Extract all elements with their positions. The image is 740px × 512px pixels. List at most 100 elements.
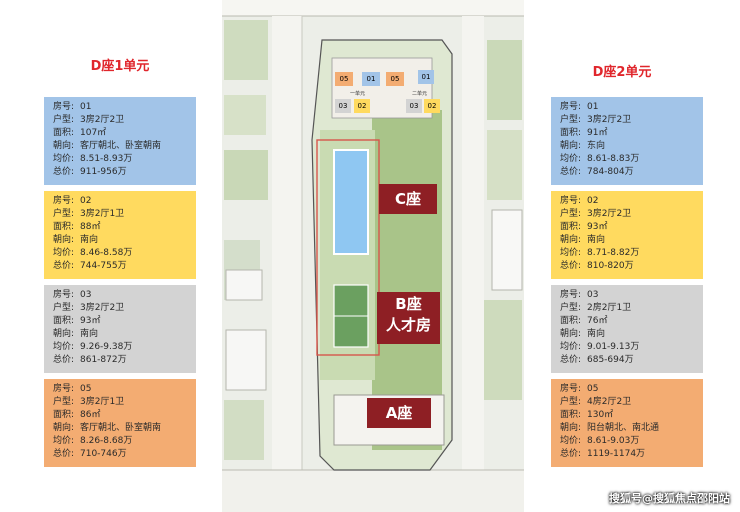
unit-field-row: 总价: 911-956万	[53, 166, 196, 179]
unit-marker: 02	[354, 99, 370, 113]
unit-field-row: 朝向:阳台朝北、南北通	[560, 422, 703, 435]
field-label: 均价:	[53, 342, 75, 352]
unit-marker: 03	[335, 99, 351, 113]
field-value: 744-755万	[80, 261, 127, 271]
field-value: 911-956万	[80, 167, 127, 177]
field-value: 8.26-8.68万	[80, 436, 133, 446]
unit-field-row: 朝向: 南向	[53, 234, 196, 247]
field-value: 3房2厅2卫	[80, 303, 125, 313]
field-value: 107㎡	[80, 128, 107, 138]
unit-marker: 05	[386, 72, 404, 86]
unit-field-row: 总价:744-755万	[53, 260, 196, 273]
field-value: 8.61-9.03万	[587, 436, 640, 446]
field-label: 户型:	[560, 209, 582, 219]
unit-field-row: 户型: 3房2厅1卫	[53, 396, 196, 409]
right-section-title: D座2单元	[592, 65, 652, 80]
left-section-title: D座1单元	[90, 59, 150, 74]
field-label: 总价:	[53, 355, 75, 365]
field-value: 810-820万	[587, 261, 634, 271]
unit-field-row: 房号:02	[53, 195, 196, 208]
field-label: 均价:	[560, 154, 582, 164]
field-label: 朝向:	[53, 235, 75, 245]
unit-field-row: 房号:01	[560, 101, 703, 114]
field-label: 面积:	[53, 410, 75, 420]
unit-field-row: 面积: 86㎡	[53, 409, 196, 422]
field-value: 客厅朝北、卧室朝南	[80, 423, 162, 433]
unit-field-row: 房号:05	[53, 383, 196, 396]
building-a-label: A座	[385, 404, 413, 422]
field-label: 总价:	[53, 167, 75, 177]
field-label: 朝向:	[560, 235, 582, 245]
unit-field-row: 房号:02	[560, 195, 703, 208]
field-label: 朝向:	[53, 329, 75, 339]
field-label: 均价:	[560, 248, 582, 258]
field-label: 户型:	[53, 397, 75, 407]
field-value: 3房2厅1卫	[80, 397, 125, 407]
field-label: 房号:	[53, 384, 75, 394]
field-value: 南向	[587, 235, 606, 245]
unit-field-row: 面积:91㎡	[560, 127, 703, 140]
unit-field-row: 户型: 3房2厅2卫	[560, 208, 703, 221]
field-value: 9.26-9.38万	[80, 342, 133, 352]
field-value: 86㎡	[80, 410, 101, 420]
unit-field-row: 均价:9.01-9.13万	[560, 341, 703, 354]
field-value: 9.01-9.13万	[587, 342, 640, 352]
field-label: 面积:	[53, 222, 75, 232]
field-value: 3房2厅2卫	[587, 209, 632, 219]
field-label: 朝向:	[560, 329, 582, 339]
field-value: 01	[80, 102, 92, 112]
field-value: 03	[80, 290, 92, 300]
unit-field-row: 房号:05	[560, 383, 703, 396]
unit1-label: 一单元	[350, 91, 366, 97]
unit-field-row: 总价: 784-804万	[560, 166, 703, 179]
field-value: 3房2厅2卫	[587, 115, 632, 125]
unit-field-row: 均价:8.46-8.58万	[53, 247, 196, 260]
unit-field-row: 总价:1119-1174万	[560, 448, 703, 461]
field-value: 东向	[587, 141, 606, 151]
unit-field-row: 户型:3房2厅1卫	[53, 208, 196, 221]
field-label: 总价:	[560, 167, 582, 177]
field-label: 均价:	[53, 436, 75, 446]
field-value: 南向	[80, 235, 99, 245]
field-value: 710-746万	[80, 449, 127, 459]
field-label: 户型:	[560, 397, 582, 407]
field-value: 784-804万	[587, 167, 634, 177]
field-value: 4房2厅2卫	[587, 397, 632, 407]
field-value: 93㎡	[587, 222, 608, 232]
unit-field-row: 总价:861-872万	[53, 354, 196, 367]
field-label: 朝向:	[53, 423, 75, 433]
unit-field-row: 朝向: 南向	[53, 328, 196, 341]
field-value: 南向	[587, 329, 606, 339]
unit-field-row: 面积: 93㎡	[53, 315, 196, 328]
field-value: 南向	[80, 329, 99, 339]
field-value: 130㎡	[587, 410, 614, 420]
unit-field-row: 面积:93㎡	[560, 221, 703, 234]
field-label: 面积:	[53, 316, 75, 326]
unit-marker: 05	[335, 72, 353, 86]
field-value: 93㎡	[80, 316, 101, 326]
unit-field-row: 均价: 9.26-9.38万	[53, 341, 196, 354]
unit-field-row: 朝向: 南向	[560, 234, 703, 247]
field-label: 房号:	[53, 102, 75, 112]
watermark: 搜狐号@搜狐焦点邵阳站	[609, 492, 730, 505]
unit-field-row: 面积: 88㎡	[53, 221, 196, 234]
unit-field-row: 总价:685-694万	[560, 354, 703, 367]
field-label: 面积:	[560, 316, 582, 326]
field-value: 阳台朝北、南北通	[587, 423, 660, 433]
field-label: 房号:	[560, 290, 582, 300]
unit-marker: 02	[424, 99, 440, 113]
field-value: 02	[587, 196, 599, 206]
unit2-label: 二单元	[412, 91, 428, 97]
unit-field-row: 户型:3房2厅2卫	[53, 114, 196, 127]
field-value: 88㎡	[80, 222, 101, 232]
unit-field-row: 朝向:客厅朝北、卧室朝南	[53, 140, 196, 153]
unit-field-row: 朝向:东向	[560, 140, 703, 153]
field-label: 均价:	[560, 436, 582, 446]
